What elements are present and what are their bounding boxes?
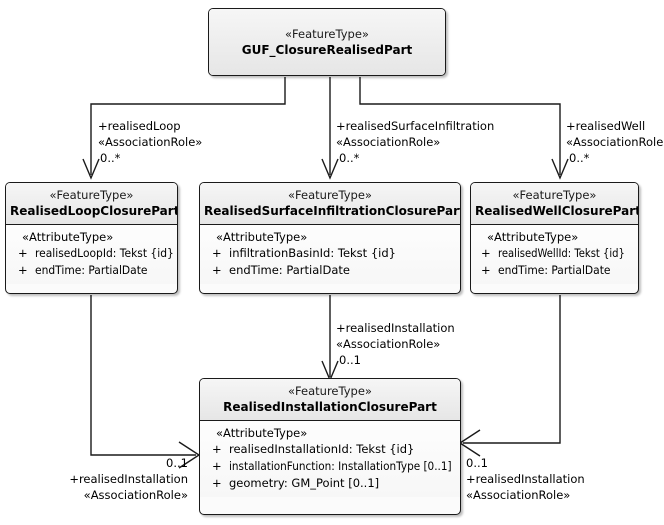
association-stereotype: «AssociationRole»	[98, 135, 203, 149]
class-header: «FeatureType» RealisedLoopClosurePart	[6, 183, 177, 225]
attribute-text: endTime: PartialDate	[35, 263, 148, 277]
attribute-text: realisedLoopId: Tekst {id}	[35, 246, 174, 260]
visibility-marker: +	[212, 442, 222, 456]
class-box-guf-closure-realised-part[interactable]: «FeatureType» GUF_ClosureRealisedPart	[208, 8, 446, 76]
class-header: «FeatureType» GUF_ClosureRealisedPart	[209, 9, 445, 75]
attribute-text: geometry: GM_Point [0..1]	[229, 476, 380, 490]
association-stereotype: «AssociationRole»	[566, 135, 664, 149]
connector-root-to-well	[359, 77, 561, 175]
compartment-stereotype: «AttributeType»	[487, 230, 579, 244]
class-header: «FeatureType» RealisedWellClosurePart	[471, 183, 638, 225]
attribute-text: realisedInstallationId: Tekst {id}	[229, 442, 415, 456]
multiplicity-root-to-well: 0..*	[569, 151, 590, 165]
attribute-row: + geometry: GM_Point [0..1]	[202, 475, 458, 492]
association-stereotype: «AssociationRole»	[336, 135, 441, 149]
class-header: «FeatureType» RealisedSurfaceInfiltratio…	[200, 183, 460, 225]
attribute-row: + endTime: PartialDate	[473, 262, 636, 279]
association-role: +realisedInstallation	[336, 321, 455, 335]
attribute-row: + realisedLoopId: Tekst {id}	[8, 245, 175, 262]
association-stereotype: «AssociationRole»	[466, 488, 571, 502]
attribute-compartment: «AttributeType» + realisedLoopId: Tekst {…	[6, 225, 177, 284]
attribute-text: endTime: PartialDate	[229, 263, 350, 277]
attribute-text: endTime: PartialDate	[498, 263, 611, 277]
multiplicity-well-to-installation: 0..1	[466, 456, 488, 470]
compartment-stereotype: «AttributeType»	[216, 426, 308, 440]
association-label-root-to-surface: +realisedSurfaceInfiltration «Associatio…	[336, 118, 494, 150]
attribute-row: + realisedWellId: Tekst {id}	[473, 245, 636, 262]
class-name: RealisedWellClosurePart	[475, 204, 639, 218]
connector-well-to-installation	[463, 295, 561, 444]
class-stereotype: «FeatureType»	[285, 26, 369, 41]
attribute-row: + endTime: PartialDate	[202, 262, 458, 279]
association-role: +realisedSurfaceInfiltration	[336, 119, 495, 133]
multiplicity-surface-to-installation: 0..1	[339, 353, 361, 367]
attribute-row: + endTime: PartialDate	[8, 262, 175, 279]
association-stereotype: «AssociationRole»	[83, 488, 188, 502]
arrowhead-root-to-well	[551, 158, 569, 180]
attribute-row: + installationFunction: InstallationType …	[202, 458, 458, 475]
association-stereotype: «AssociationRole»	[336, 337, 441, 351]
association-label-root-to-well: +realisedWell «AssociationRole»	[566, 118, 664, 150]
visibility-marker: +	[212, 263, 222, 277]
visibility-marker: +	[212, 246, 222, 260]
visibility-marker: +	[212, 459, 222, 473]
attribute-text: infiltrationBasinId: Tekst {id}	[229, 246, 396, 260]
visibility-marker: +	[212, 476, 222, 490]
association-label-loop-to-installation: +realisedInstallation «AssociationRole»	[28, 471, 188, 503]
association-role: +realisedLoop	[98, 119, 181, 133]
multiplicity-root-to-loop: 0..*	[100, 151, 121, 165]
class-box-realised-installation-closure-part[interactable]: «FeatureType» RealisedInstallationClosur…	[199, 378, 461, 515]
class-stereotype: «FeatureType»	[49, 188, 134, 202]
visibility-marker: +	[481, 263, 491, 277]
connector-loop-to-installation	[90, 295, 196, 456]
visibility-marker: +	[481, 246, 491, 260]
multiplicity-root-to-surface: 0..*	[339, 151, 360, 165]
attribute-compartment: «AttributeType» + infiltrationBasinId: Te…	[200, 225, 460, 284]
attribute-text: installationFunction: InstallationType […	[229, 459, 452, 473]
visibility-marker: +	[18, 263, 28, 277]
arrowhead-root-to-loop	[82, 158, 100, 180]
multiplicity-loop-to-installation: 0..1	[166, 456, 188, 470]
compartment-stereotype: «AttributeType»	[22, 230, 114, 244]
class-header: «FeatureType» RealisedInstallationClosur…	[200, 379, 460, 421]
class-stereotype: «FeatureType»	[288, 188, 372, 202]
class-box-realised-loop-closure-part[interactable]: «FeatureType» RealisedLoopClosurePart «A…	[5, 182, 178, 294]
connector-root-to-loop	[90, 77, 286, 175]
attribute-compartment: «AttributeType» + realisedWellId: Tekst {…	[471, 225, 638, 284]
attribute-compartment: «AttributeType» + realisedInstallationId:…	[200, 421, 460, 497]
visibility-marker: +	[18, 246, 28, 260]
attribute-row: + infiltrationBasinId: Tekst {id}	[202, 245, 458, 262]
class-stereotype: «FeatureType»	[288, 384, 372, 398]
association-role: +realisedWell	[566, 119, 646, 133]
attribute-row: + realisedInstallationId: Tekst {id}	[202, 441, 458, 458]
class-box-realised-well-closure-part[interactable]: «FeatureType» RealisedWellClosurePart «A…	[470, 182, 639, 294]
association-role: +realisedInstallation	[69, 472, 188, 486]
association-role: +realisedInstallation	[466, 472, 585, 486]
class-stereotype: «FeatureType»	[512, 188, 597, 202]
association-label-surface-to-installation: +realisedInstallation «AssociationRole»	[336, 320, 455, 352]
attribute-text: realisedWellId: Tekst {id}	[498, 246, 625, 260]
class-box-realised-surface-infiltration-closure-part[interactable]: «FeatureType» RealisedSurfaceInfiltratio…	[199, 182, 461, 294]
arrowhead-root-to-surface	[321, 158, 339, 180]
association-label-well-to-installation: +realisedInstallation «AssociationRole»	[466, 471, 585, 503]
class-name: RealisedSurfaceInfiltrationClosurePart	[204, 204, 461, 218]
class-name: RealisedInstallationClosurePart	[223, 400, 437, 414]
compartment-stereotype: «AttributeType»	[216, 230, 308, 244]
class-name: GUF_ClosureRealisedPart	[241, 42, 413, 57]
class-name: RealisedLoopClosurePart	[10, 204, 178, 218]
association-label-root-to-loop: +realisedLoop «AssociationRole»	[98, 118, 202, 150]
